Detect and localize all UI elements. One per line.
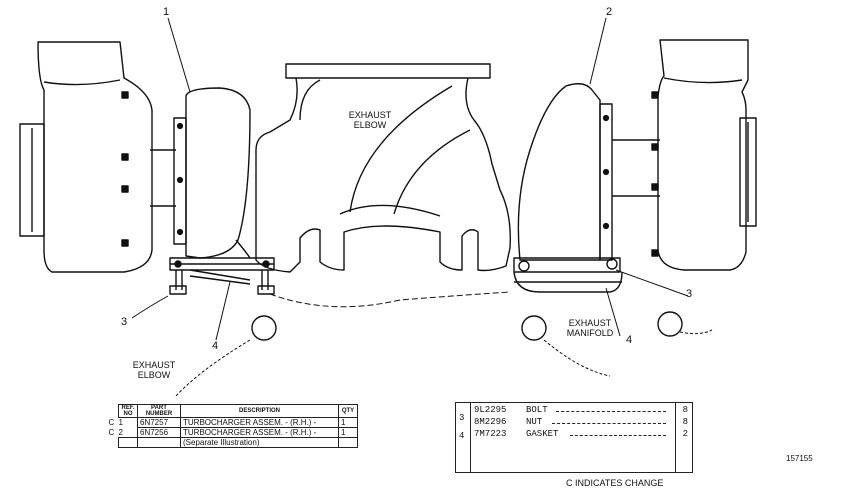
- exhaust-elbow-top-label: EXHAUST ELBOW: [340, 110, 400, 130]
- ref-number: 4: [459, 431, 465, 441]
- callout-4-left: 4: [212, 340, 219, 352]
- left-flange: [169, 257, 275, 295]
- exhaust-elbow-left-line1: EXHAUST: [132, 360, 176, 370]
- exhaust-elbow-top-line2: ELBOW: [353, 120, 387, 130]
- parts-table-left: REF. NO PART NUMBER DESCRIPTION QTY C 1 …: [109, 404, 358, 448]
- figure-number: 157155: [786, 454, 813, 463]
- table-row: C 2 6N7256 TURBOCHARGER ASSEM. - (R.H.) …: [109, 427, 358, 438]
- ref-number: 2: [118, 427, 123, 437]
- part-description: (Separate Illustration): [180, 437, 339, 448]
- callout-3-left: 3: [121, 316, 128, 328]
- ref-number: 3: [459, 413, 465, 423]
- table-header-row: REF. NO PART NUMBER DESCRIPTION QTY: [118, 404, 358, 418]
- part-number: 7M7223: [474, 429, 507, 439]
- header-ref: REF. NO: [118, 404, 138, 418]
- left-compressor-housing: [19, 41, 176, 273]
- callout-4-right: 4: [626, 334, 633, 346]
- part-number: 8M2296: [474, 417, 507, 427]
- right-turbine-housing: [513, 83, 623, 293]
- part-description: TURBOCHARGER ASSEM. - (R.H.) -: [180, 417, 339, 428]
- exhaust-elbow-left-label: EXHAUST ELBOW: [124, 360, 184, 380]
- parts-table-right: 3 4 9L2295 8M2296 7M7223 BOLT NUT GASKET…: [455, 402, 693, 473]
- part-description: GASKET: [526, 429, 559, 439]
- callout-2: 2: [606, 6, 613, 18]
- change-flag: C: [108, 418, 115, 428]
- left-turbine-housing: [173, 87, 251, 259]
- exhaust-manifold-line1: EXHAUST: [568, 318, 612, 328]
- exhaust-elbow-top-line1: EXHAUST: [348, 110, 392, 120]
- part-qty: 1: [338, 417, 358, 428]
- exhaust-manifold-label: EXHAUST MANIFOLD: [555, 318, 625, 338]
- right-compressor-housing: [612, 39, 757, 271]
- table-row: (Separate Illustration): [118, 437, 358, 448]
- header-part: PART NUMBER: [137, 404, 181, 418]
- callout-1: 1: [163, 6, 170, 18]
- part-number: 6N7256: [137, 427, 181, 438]
- part-qty: 1: [338, 427, 358, 438]
- header-description: DESCRIPTION: [180, 404, 339, 418]
- table-row: C 1 6N7257 TURBOCHARGER ASSEM. - (R.H.) …: [109, 417, 358, 428]
- part-number: 6N7257: [137, 417, 181, 428]
- part-description: TURBOCHARGER ASSEM. - (R.H.) -: [180, 427, 339, 438]
- part-number: 9L2295: [474, 405, 507, 415]
- part-description: NUT: [526, 417, 543, 427]
- exhaust-elbow-center: [255, 63, 511, 273]
- exhaust-elbow-left-line2: ELBOW: [137, 370, 171, 380]
- header-qty: QTY: [338, 404, 358, 418]
- manifold-port-left: [251, 315, 277, 341]
- change-flag: C: [108, 427, 115, 437]
- part-qty: 2: [682, 429, 688, 439]
- part-qty: 8: [682, 405, 688, 415]
- callout-3-right: 3: [686, 288, 693, 300]
- part-qty: 8: [682, 417, 688, 427]
- ref-number: 1: [118, 418, 123, 428]
- change-note: C INDICATES CHANGE: [566, 478, 664, 488]
- manifold-port-right: [657, 311, 683, 337]
- exhaust-manifold-line2: MANIFOLD: [566, 328, 614, 338]
- manifold-port-center: [521, 315, 547, 341]
- part-description: BOLT: [526, 405, 548, 415]
